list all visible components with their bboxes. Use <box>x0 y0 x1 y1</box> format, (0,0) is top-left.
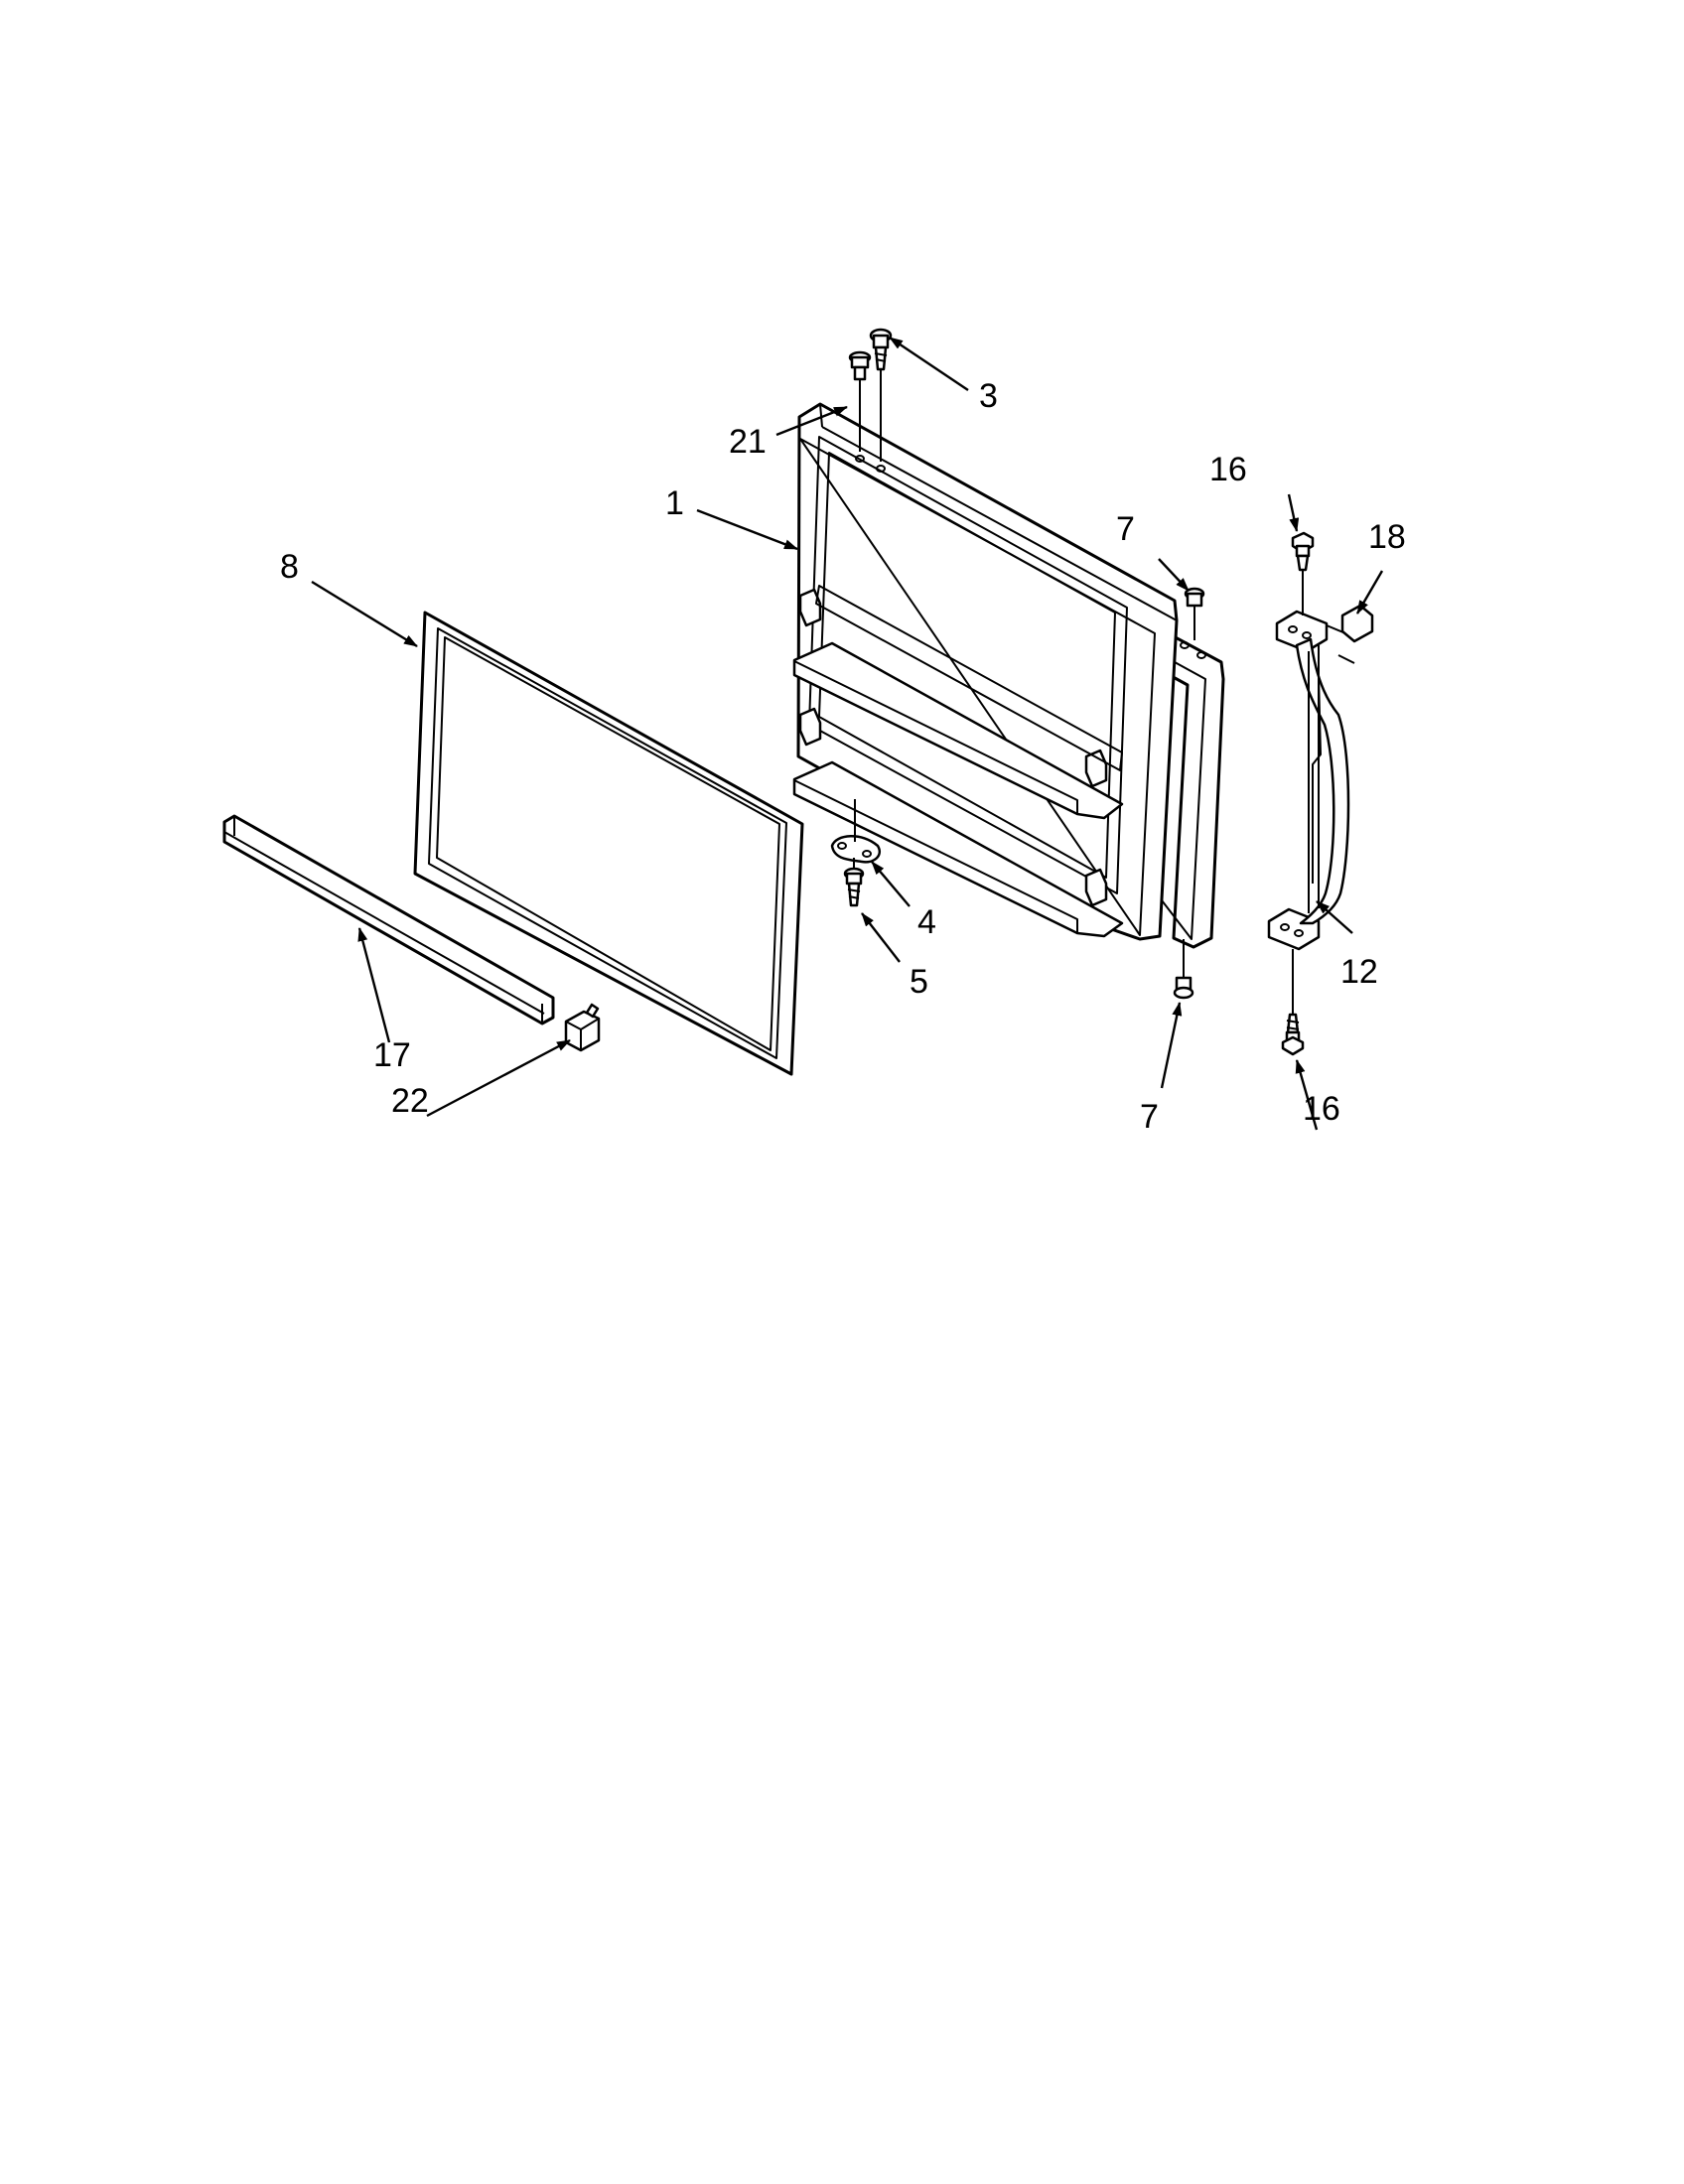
handle-screw-bottom <box>1281 1013 1305 1056</box>
callout-18: 18 <box>1368 518 1406 556</box>
callout-8: 8 <box>280 548 299 586</box>
callout-17: 17 <box>373 1036 411 1074</box>
hinge-washer <box>830 799 881 864</box>
callout-7-bottom: 7 <box>1140 1098 1159 1136</box>
screw-top <box>869 328 893 462</box>
leader-lines <box>311 337 1384 1131</box>
door-liner <box>792 402 1225 949</box>
callout-16-bottom: 16 <box>1303 1090 1340 1128</box>
callout-labels: 3 21 1 16 18 7 8 4 5 12 7 16 17 22 <box>280 377 1406 1136</box>
trim-strip <box>222 814 555 1025</box>
door-handle <box>1267 610 1355 1023</box>
plug-button <box>848 350 872 452</box>
callout-1: 1 <box>665 484 684 522</box>
label-tape <box>1340 604 1374 643</box>
callout-5: 5 <box>910 963 928 1001</box>
screw-bottom <box>843 858 865 907</box>
callout-16-top: 16 <box>1209 451 1247 488</box>
trim-end-cap <box>564 1003 601 1052</box>
callout-22: 22 <box>391 1082 429 1120</box>
callout-21: 21 <box>729 423 767 461</box>
handle-screw-top <box>1291 531 1315 615</box>
hinge-bushing-top <box>1184 587 1205 640</box>
door-gasket <box>413 611 804 1076</box>
hinge-bushing-bottom <box>1173 939 1194 1000</box>
callout-7-top: 7 <box>1116 510 1135 548</box>
callout-3: 3 <box>979 377 998 415</box>
callout-12: 12 <box>1340 953 1378 991</box>
callout-4: 4 <box>917 903 936 941</box>
